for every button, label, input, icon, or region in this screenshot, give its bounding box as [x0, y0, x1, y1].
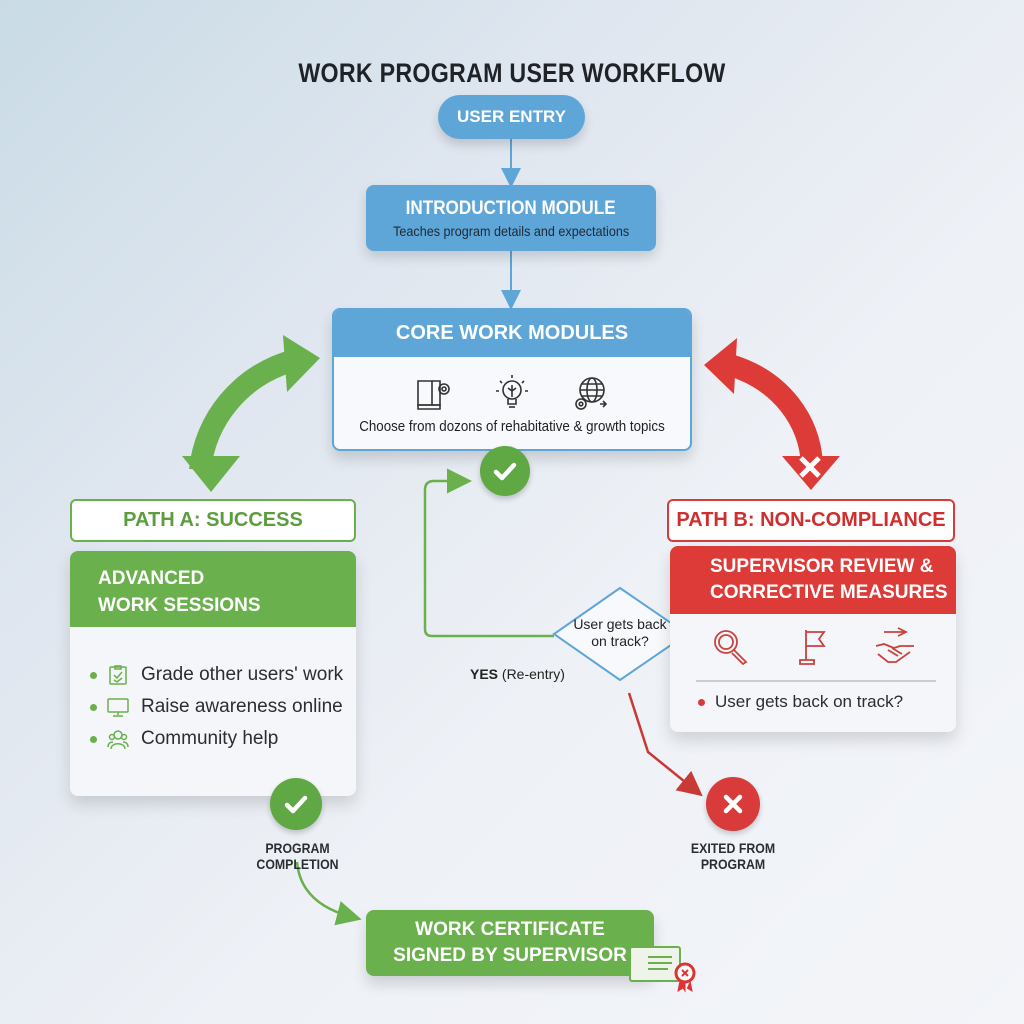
program-completion-badge [270, 778, 322, 830]
re-entry-connector [423, 468, 554, 638]
card-title-line-2: CORRECTIVE MEASURES [710, 582, 948, 603]
red-curved-double-arrow [704, 338, 840, 490]
list-item: Raise awareness online [90, 691, 356, 723]
introduction-title: INTRODUCTION MODULE [406, 197, 616, 219]
globe-gear-icon [575, 377, 608, 410]
book-gear-icon [417, 380, 450, 410]
item-label: Grade other users' work [141, 664, 344, 685]
people-group-icon [107, 730, 129, 750]
divider [696, 680, 936, 682]
core-subtitle: Choose from dozons of rehabitative & gro… [359, 419, 665, 435]
list-item: Community help [90, 723, 356, 755]
checkmark-icon [284, 795, 308, 814]
completion-to-certificate-connector [295, 861, 362, 926]
bullet [90, 735, 97, 743]
core-work-modules-node: CORE WORK MODULES Choose from dozons of … [332, 308, 692, 451]
handshake-arrow-icon [875, 627, 914, 663]
yes-label: YES [470, 666, 499, 682]
path-b-label: PATH B: NON-COMPLIANCE [667, 499, 955, 542]
checkmark-icon [493, 462, 517, 481]
item-label: Raise awareness online [141, 696, 343, 717]
x-icon [723, 794, 743, 814]
reentry-label: (Re-entry) [498, 666, 565, 682]
core-title: CORE WORK MODULES [334, 310, 690, 357]
magnifier-icon [714, 630, 748, 666]
path-a-label: PATH A: SUCCESS [70, 499, 356, 542]
decision-line-2: on track? [591, 633, 649, 649]
bullet [90, 703, 97, 711]
card-title-line-1: SUPERVISOR REVIEW & [710, 556, 934, 577]
introduction-module-node: INTRODUCTION MODULE Teaches program deta… [366, 185, 656, 251]
clipboard-check-icon [109, 665, 127, 685]
exited-x-badge [706, 777, 760, 831]
certificate-ribbon-icon [629, 946, 696, 993]
supervisor-review-card: SUPERVISOR REVIEW & CORRECTIVE MEASURES … [670, 546, 956, 732]
item-label: User gets back on track? [715, 692, 904, 711]
green-curved-double-arrow [182, 335, 320, 492]
yes-reentry-label: YES (Re-entry) [470, 666, 565, 682]
advanced-work-sessions-card: ADVANCED WORK SESSIONS Grade other users… [70, 551, 356, 796]
decision-line-1: User gets back [573, 616, 667, 632]
exit-connector [627, 692, 703, 797]
list-item: User gets back on track? [698, 692, 956, 712]
exited-label: EXITED FROM PROGRAM [690, 840, 776, 872]
item-label: Community help [141, 728, 279, 749]
certificate-line-2: SIGNED BY SUPERVISOR [393, 945, 627, 966]
certificate-line-1: WORK CERTIFICATE [415, 919, 605, 940]
user-entry-node: USER ENTRY [438, 95, 585, 139]
list-item: Grade other users' work [90, 659, 356, 691]
decision-diamond [552, 586, 689, 682]
supervisor-review-title: SUPERVISOR REVIEW & CORRECTIVE MEASURES [670, 546, 956, 614]
bullet [90, 671, 97, 679]
monitor-icon [107, 698, 129, 717]
bullet [698, 698, 705, 706]
core-check-badge [480, 446, 530, 496]
lightbulb-brain-icon [496, 375, 528, 408]
program-completion-label: PROGRAM COMPLETION [256, 840, 339, 872]
flag-icon [799, 630, 826, 665]
work-certificate-node: WORK CERTIFICATE SIGNED BY SUPERVISOR [366, 910, 654, 976]
introduction-subtitle: Teaches program details and expectations [392, 222, 630, 239]
diagram-title: WORK PROGRAM USER WORKFLOW [298, 58, 726, 88]
card-title-line-1: ADVANCED [98, 568, 205, 589]
x-mark-icon [799, 456, 821, 478]
decision-label: User gets back on track? [555, 616, 685, 650]
card-title-line-2: WORK SESSIONS [98, 595, 261, 616]
advanced-work-sessions-title: ADVANCED WORK SESSIONS [70, 551, 356, 627]
